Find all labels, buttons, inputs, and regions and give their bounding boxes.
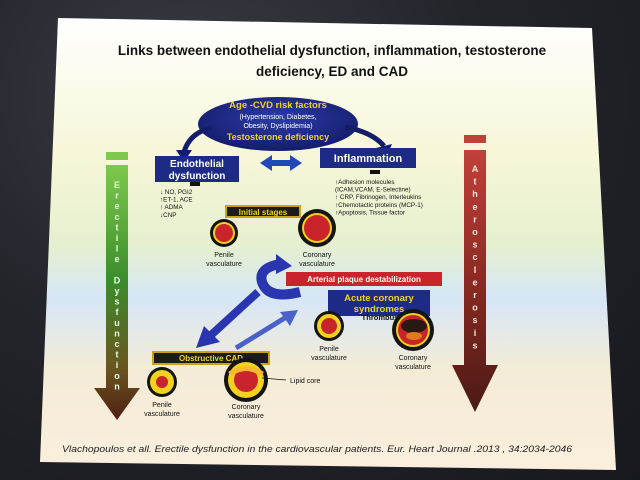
inflammation-marker-item: ↑Chemotactic proteins (MCP-1) xyxy=(335,202,423,209)
coronary-vessel-acute xyxy=(392,309,434,351)
bidirectional-arrow xyxy=(260,155,302,171)
coronary-label-obstructive-1: Coronary xyxy=(232,404,261,411)
penile-vessel-initial xyxy=(210,219,238,247)
coronary-label-initial-1: Coronary xyxy=(303,252,332,259)
risk-factors-line1: (Hypertension, Diabetes, xyxy=(239,114,316,121)
endothelial-line1: Endothelial xyxy=(170,159,224,170)
obstructive-cad-label: Obstructive CAD xyxy=(179,354,243,363)
lipid-core-shape xyxy=(228,366,264,376)
risk-factors-title: Age -CVD risk factors xyxy=(229,100,327,111)
arrow-from-obstructive-cad xyxy=(234,310,298,351)
testosterone-deficiency-label: Testosterone deficiency xyxy=(227,132,329,142)
endothelial-dysfunction-box: Endothelial dysfunction xyxy=(155,156,239,182)
thrombus-label: Thrombus xyxy=(362,313,399,322)
inflammation-box: Inflammation xyxy=(320,148,416,168)
inflammation-connector xyxy=(370,170,380,174)
thrombus-mass xyxy=(401,319,427,333)
slide-title-line2: deficiency, ED and CAD xyxy=(256,64,408,79)
risk-factors-line2: Obesity, Dyslipidemia) xyxy=(243,123,312,130)
penile-label-acute-2: vasculature xyxy=(311,355,347,362)
penile-label-acute-1: Penile xyxy=(319,346,339,353)
arrow-to-inflammation xyxy=(344,124,386,148)
initial-stages-label: Initial stages xyxy=(239,208,288,217)
acute-line2: syndromes xyxy=(354,304,405,315)
coronary-label-obstructive-2: vasculature xyxy=(228,413,264,420)
inflammation-marker-list: ↑Adhesion molecules(ICAM,VCAM, E-Selecti… xyxy=(335,179,423,216)
slide-title-line1: Links between endothelial dysfunction, i… xyxy=(118,43,547,58)
endothelial-marker-item: ↓ NO, PGI2 xyxy=(160,189,193,196)
endothelial-line2: dysfunction xyxy=(169,171,226,182)
arrow-to-obstructive-cad xyxy=(196,289,261,348)
endothelial-connector xyxy=(190,182,200,186)
coronary-vessel-initial xyxy=(298,209,336,247)
inflammation-marker-item: ↑Adhesion molecules xyxy=(335,179,395,186)
plaque-destabilization-box: Arterial plaque destabilization xyxy=(286,272,442,286)
initial-stages-box: Initial stages xyxy=(225,205,301,218)
penile-label-obstructive-1: Penile xyxy=(152,402,172,409)
endothelial-marker-item: ↑ET-1, ACE xyxy=(160,197,193,204)
coronary-vessel-obstructive xyxy=(224,358,268,402)
endothelial-marker-item: ↓CNP xyxy=(160,212,176,219)
endothelial-marker-list: ↓ NO, PGI2↑ET-1, ACE↑ ADMA↓CNP xyxy=(160,189,193,219)
coronary-label-initial-2: vasculature xyxy=(299,261,335,268)
progression-swirl-arrow xyxy=(256,254,302,300)
acute-line1: Acute coronary xyxy=(344,293,414,304)
lipid-core-pointer xyxy=(261,377,287,381)
risk-factors-oval: Age -CVD risk factors (Hypertension, Dia… xyxy=(198,97,358,151)
arrow-to-endothelial xyxy=(181,125,213,153)
penile-label-initial-1: Penile xyxy=(214,252,234,259)
inflammation-label: Inflammation xyxy=(334,153,403,165)
citation: Vlachopoulos et all. Erectile dysfunctio… xyxy=(62,444,573,454)
penile-vessel-obstructive xyxy=(147,367,177,397)
penile-label-initial-2: vasculature xyxy=(206,261,242,268)
acute-coronary-box: Acute coronary syndromes xyxy=(328,290,430,316)
endothelial-marker-item: ↑ ADMA xyxy=(160,204,184,211)
inflammation-marker-item: ↑ CRP, Fibrinogen, Interleukins xyxy=(335,194,421,201)
inflammation-marker-item: (ICAM,VCAM, E-Selectine) xyxy=(335,187,411,194)
lipid-core-label: Lipid core xyxy=(290,378,320,385)
coronary-label-acute-1: Coronary xyxy=(399,355,428,362)
coronary-label-acute-2: vasculature xyxy=(395,364,431,371)
plaque-destabilization-label: Arterial plaque destabilization xyxy=(307,275,421,284)
penile-label-obstructive-2: vasculature xyxy=(144,411,180,418)
penile-vessel-acute xyxy=(314,311,344,341)
inflammation-marker-item: ↑Apoptosis, Tissue factor xyxy=(335,209,405,216)
